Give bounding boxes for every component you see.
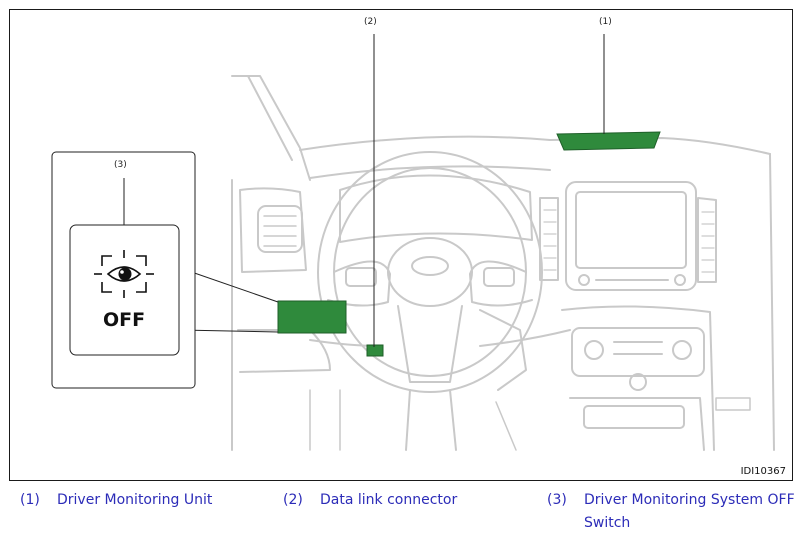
legend-text: Driver Monitoring System OFF Switch xyxy=(584,492,795,531)
eye-camera-icon xyxy=(94,250,154,298)
figure-frame: OFF (1) (2) (3) IDI10367 xyxy=(9,9,793,481)
legend-number: (3) xyxy=(547,492,567,508)
off-switch-highlight xyxy=(277,300,347,334)
figure-id: IDI10367 xyxy=(740,466,786,477)
steering-hub xyxy=(387,237,473,307)
climate-panel xyxy=(571,327,705,377)
zoom-line-top xyxy=(179,267,279,303)
callout-1: (1) xyxy=(599,17,612,27)
left-vent xyxy=(257,205,303,253)
off-switch-label: OFF xyxy=(103,309,145,331)
zoom-line-bottom xyxy=(179,329,279,333)
center-screen xyxy=(575,191,687,269)
legend-number: (2) xyxy=(283,492,303,508)
instrument-hood xyxy=(339,174,533,243)
legend: (1) Driver Monitoring Unit (2) Data link… xyxy=(0,489,802,537)
screen-housing xyxy=(565,181,697,291)
legend-number: (1) xyxy=(20,492,40,508)
callout-2: (2) xyxy=(364,17,377,27)
legend-text: Data link connector xyxy=(320,492,458,508)
data-link-connector-highlight xyxy=(366,344,384,357)
center-vent-right xyxy=(697,197,717,283)
callout-3: (3) xyxy=(114,160,127,170)
steering-wheel-rim xyxy=(317,151,543,393)
dash-top xyxy=(299,135,771,155)
legend-text: Driver Monitoring Unit xyxy=(57,492,213,508)
driver-monitoring-unit-highlight xyxy=(556,131,661,151)
a-pillar xyxy=(231,75,311,181)
dashboard-illustration: OFF xyxy=(51,34,775,451)
